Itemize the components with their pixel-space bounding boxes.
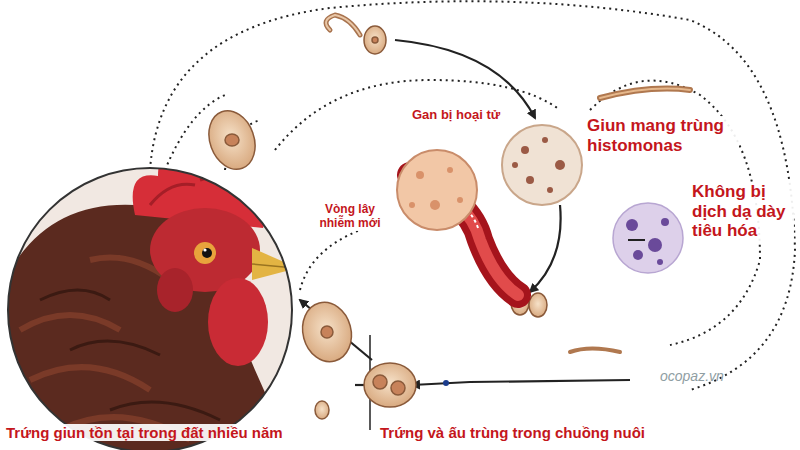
cycle-label: Vòng lây nhiễm mới	[306, 203, 394, 231]
watermark: ocopaz.vn	[660, 368, 724, 384]
barn-egg-label: Trứng và ấu trùng trong chuồng nuôi	[378, 424, 647, 441]
note-label: Không bị dịch dạ dày tiêu hóa	[690, 182, 794, 241]
worm-label: Giun mang trùng histomonas	[585, 116, 739, 155]
organ-label: Gan bị hoại tử	[410, 108, 502, 123]
soil-egg-label: Trứng giun tồn tại trong đất nhiều năm	[4, 424, 285, 441]
